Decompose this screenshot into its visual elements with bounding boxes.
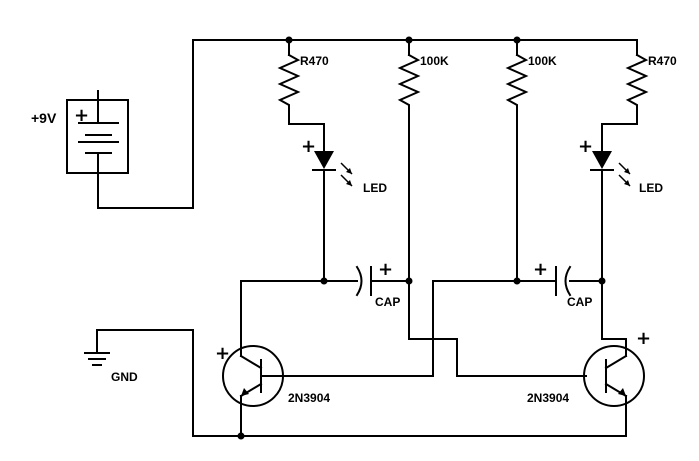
capacitor-left-icon xyxy=(240,265,413,297)
resistor-r4-icon xyxy=(601,53,649,141)
capacitor-right-icon xyxy=(513,265,606,297)
resistor-r1-label: R470 xyxy=(300,54,329,68)
battery-voltage-label: +9V xyxy=(31,110,57,126)
capacitor-left-plus-sign: + xyxy=(378,259,393,280)
transistor-left-plus-sign: + xyxy=(215,343,230,364)
resistor-r4-label: R470 xyxy=(648,54,677,68)
capacitor-left-label: CAP xyxy=(375,295,400,309)
transistor-right-icon xyxy=(583,345,645,407)
resistor-r2-icon xyxy=(397,53,421,282)
transistor-left-icon xyxy=(222,345,284,407)
ground-label: GND xyxy=(111,370,138,384)
led-left-label: LED xyxy=(363,181,387,195)
ground-icon xyxy=(84,329,194,366)
supply-rail xyxy=(97,36,638,209)
battery-icon xyxy=(66,90,129,183)
transistor-right-label: 2N3904 xyxy=(527,391,569,405)
resistor-r3-label: 100K xyxy=(528,54,557,68)
led-left-plus-sign: + xyxy=(301,136,316,157)
led-left-icon xyxy=(312,139,353,282)
led-right-label: LED xyxy=(639,181,663,195)
resistor-r3-icon xyxy=(505,53,529,282)
led-right-icon xyxy=(590,139,631,282)
battery-plus-sign: + xyxy=(74,105,89,126)
cross-coupling-wires xyxy=(240,280,627,377)
led-right-plus-sign: + xyxy=(578,136,593,157)
transistor-left-label: 2N3904 xyxy=(288,391,330,405)
resistor-r2-label: 100K xyxy=(420,54,449,68)
transistor-right-plus-sign: + xyxy=(636,328,651,349)
capacitor-right-plus-sign: + xyxy=(533,259,548,280)
resistor-r1-icon xyxy=(277,53,325,141)
capacitor-right-label: CAP xyxy=(567,295,592,309)
